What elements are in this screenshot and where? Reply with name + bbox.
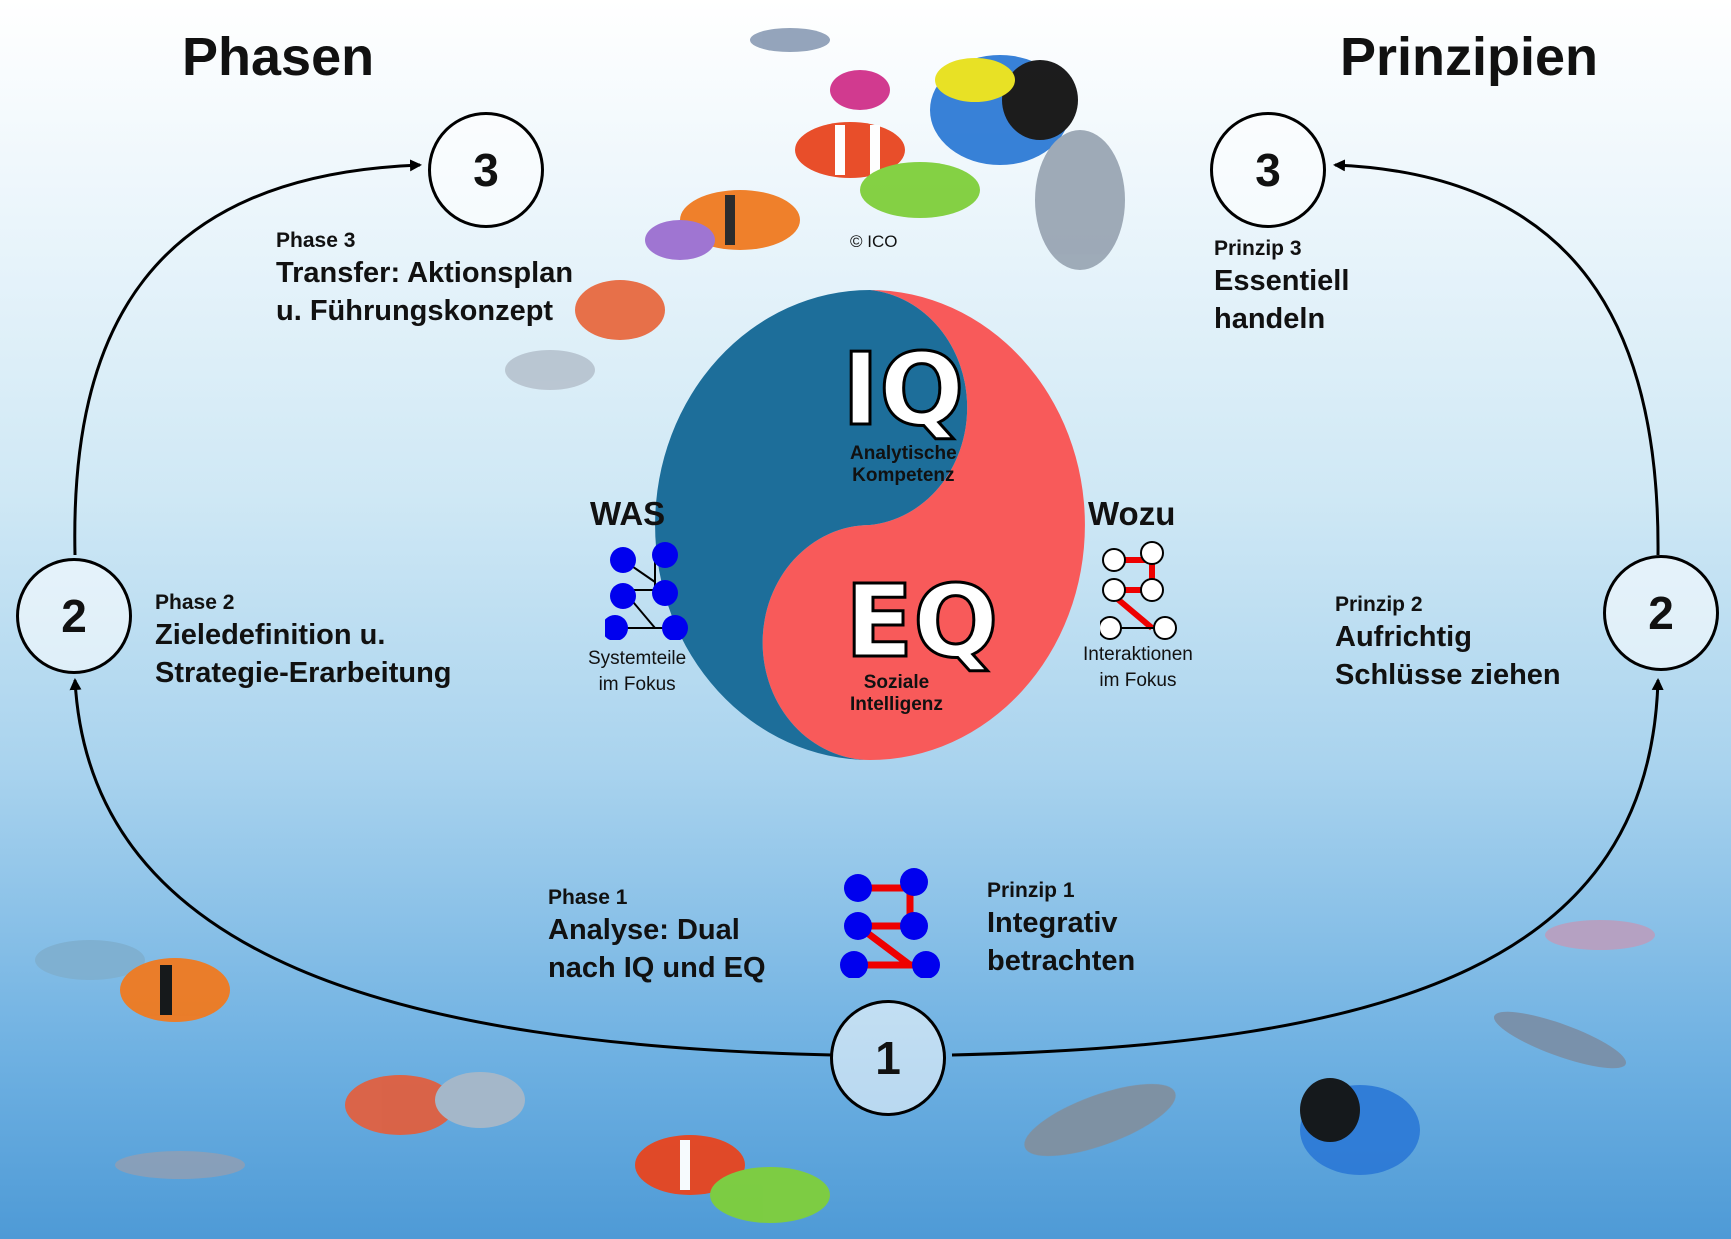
heading-prinzipien: Prinzipien	[1340, 27, 1599, 87]
was-caption-line1: Systemteile	[588, 648, 687, 669]
phase-3-label: Phase 3	[276, 229, 356, 252]
yin-yang-symbol	[655, 290, 1085, 760]
integrated-network-icon	[840, 868, 940, 978]
was-caption-line2: im Fokus	[598, 674, 676, 695]
was-caption: Systemteile im Fokus	[588, 646, 686, 698]
phase-3-text: Phase 3 Transfer: Aktionsplan u. Führung…	[276, 228, 573, 330]
prinzip-2-line2: Schlüsse ziehen	[1335, 659, 1561, 691]
yin-yang-blue	[655, 290, 968, 760]
was-title: WAS	[590, 495, 666, 532]
phase-1-line2: nach IQ und EQ	[548, 952, 766, 984]
wozu-caption: Interaktionen im Fokus	[1083, 642, 1193, 694]
prinzip-2-label: Prinzip 2	[1335, 593, 1423, 616]
yin-yang-red	[762, 290, 1085, 760]
wozu-caption-line2: im Fokus	[1099, 670, 1177, 691]
phase-3-line1: Transfer: Aktionsplan	[276, 257, 574, 289]
phase-2-text: Phase 2 Zieledefinition u. Strategie-Era…	[155, 590, 452, 692]
eq-subtitle: Soziale Intelligenz	[850, 672, 943, 716]
iq-sub-line1: Analytische	[850, 443, 957, 464]
phase-1-line1: Analyse: Dual	[548, 914, 740, 946]
eq-sub-line2: Intelligenz	[850, 694, 943, 715]
phase-3-line2: u. Führungskonzept	[276, 295, 554, 327]
prinzip-2-line1: Aufrichtig	[1335, 621, 1472, 653]
prinzip-2-circle: 2	[1603, 555, 1719, 671]
prinzip-1-label: Prinzip 1	[987, 879, 1075, 902]
prinzip-2-text: Prinzip 2 Aufrichtig Schlüsse ziehen	[1335, 592, 1561, 694]
prinzip-1-text: Prinzip 1 Integrativ betrachten	[987, 878, 1135, 980]
heading-phasen: Phasen	[182, 27, 375, 87]
wozu-caption-line1: Interaktionen	[1083, 644, 1193, 665]
iq-sub-line2: Kompetenz	[852, 465, 955, 486]
prinzip-3-line2: handeln	[1214, 303, 1326, 335]
iq-subtitle: Analytische Kompetenz	[850, 443, 957, 487]
was-network-icon	[605, 542, 688, 640]
fish-group-bottom-left	[35, 940, 830, 1223]
phase-1-label: Phase 1	[548, 886, 628, 909]
copyright-text: © ICO	[850, 232, 898, 251]
eq-sub-line1: Soziale	[863, 672, 930, 693]
arc-right-top	[1333, 159, 1660, 556]
prinzip-3-label: Prinzip 3	[1214, 237, 1302, 260]
wozu-title: Wozu	[1088, 495, 1176, 532]
phase-1-text: Phase 1 Analyse: Dual nach IQ und EQ	[548, 885, 766, 987]
step-1-circle: 1	[830, 1000, 946, 1116]
prinzip-1-line1: Integrativ	[987, 907, 1118, 939]
fish-group-bottom-right	[1024, 920, 1655, 1175]
eq-label: EQ	[843, 563, 999, 680]
arc-left-bottom	[69, 678, 833, 1057]
fish-group-top	[505, 28, 1125, 390]
arc-left-top	[73, 159, 422, 556]
prinzip-3-line1: Essentiell	[1214, 265, 1350, 297]
phase-2-label: Phase 2	[155, 591, 235, 614]
wozu-network-icon	[1100, 541, 1177, 640]
prinzip-3-circle: 3	[1210, 112, 1326, 228]
prinzip-1-line2: betrachten	[987, 945, 1136, 977]
phase-2-line1: Zieledefinition u.	[155, 619, 386, 651]
phase-2-circle: 2	[16, 558, 132, 674]
iq-label: IQ	[840, 331, 965, 448]
prinzip-3-text: Prinzip 3 Essentiell handeln	[1214, 236, 1349, 338]
arc-right-bottom	[951, 678, 1664, 1057]
phase-2-line2: Strategie-Erarbeitung	[155, 657, 452, 689]
phase-3-circle: 3	[428, 112, 544, 228]
